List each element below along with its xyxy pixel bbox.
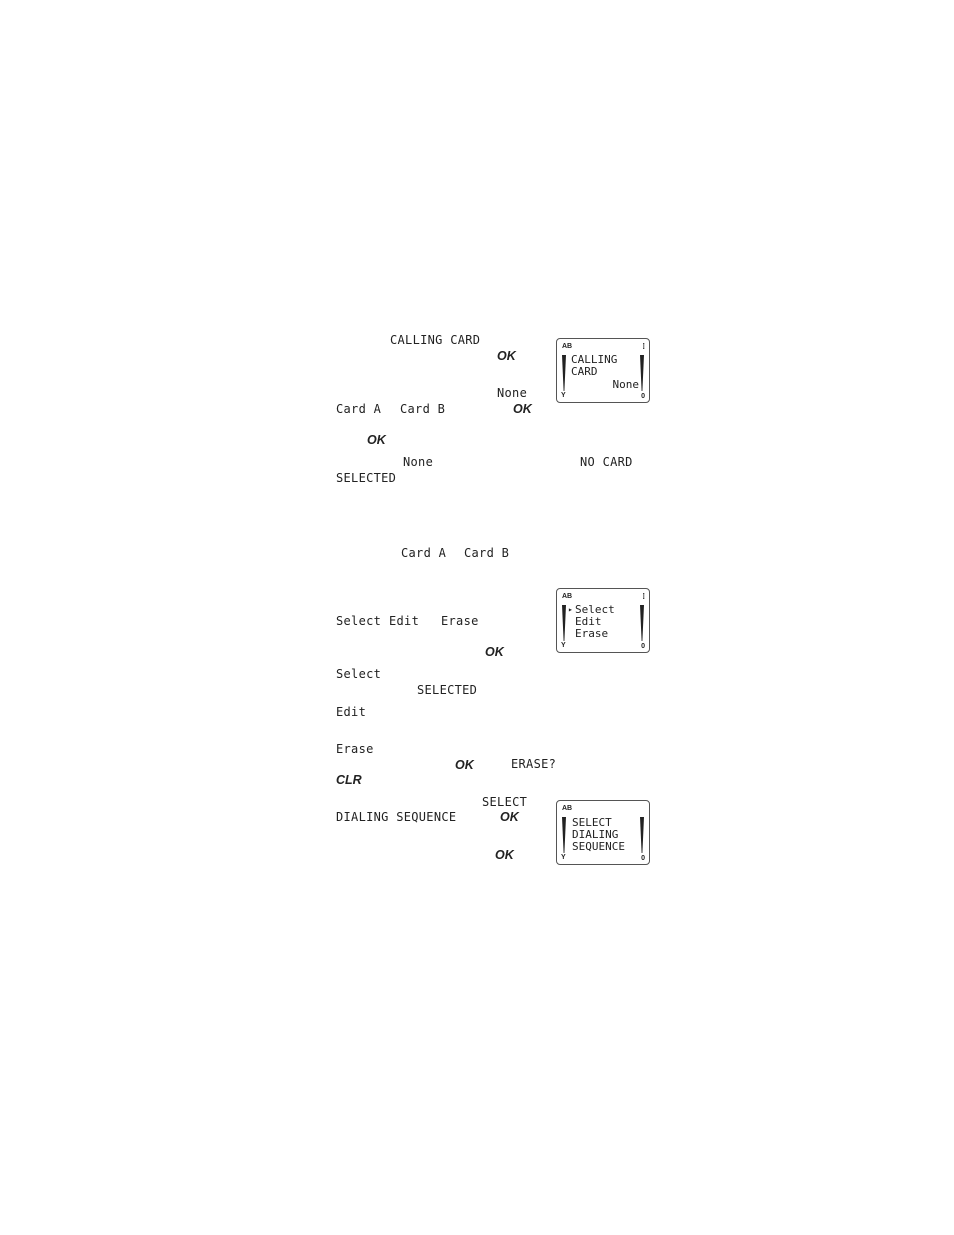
card-a-label: Card A (401, 546, 447, 560)
ok-key-label: OK (500, 810, 519, 824)
ok-key-label: OK (485, 645, 504, 659)
battery-zero-indicator: 0 (641, 393, 645, 400)
select-upper-label: SELECT (482, 795, 528, 809)
select-option-label: Select (336, 667, 382, 681)
signal-strength-bar-icon (562, 817, 566, 853)
display-line: Select (575, 603, 615, 616)
none-label: None (497, 386, 528, 400)
battery-level-bar-icon (640, 605, 644, 641)
display-line: CARD (571, 365, 598, 378)
ok-key-label: OK (497, 349, 516, 363)
erase-option-label: Erase (336, 742, 374, 756)
phone-display-menu: AB ⁞ Y 0 ▸ Select Edit Erase (556, 588, 650, 653)
phone-display-calling-card: AB ⁞ Y 0 CALLING CARD None (556, 338, 650, 403)
display-line: CALLING (571, 353, 618, 366)
no-card-label: NO CARD (580, 455, 633, 469)
display-line: Erase (575, 627, 609, 640)
antenna-icon: ⁞ (642, 342, 645, 351)
battery-zero-indicator: 0 (641, 643, 645, 650)
antenna-icon: ⁞ (642, 592, 645, 601)
battery-level-bar-icon (640, 355, 644, 391)
erase-question-label: ERASE? (511, 757, 557, 771)
clr-key-label: CLR (336, 773, 362, 787)
none-label: None (403, 455, 434, 469)
status-ab-indicator: AB (562, 343, 573, 350)
calling-card-label: CALLING CARD (390, 333, 481, 347)
cursor-arrow-icon: ▸ (568, 605, 573, 614)
selected-label: SELECTED (336, 471, 397, 485)
signal-strength-bar-icon (562, 355, 566, 391)
signal-y-indicator: Y (561, 392, 566, 399)
signal-y-indicator: Y (561, 642, 566, 649)
display-line: SELECT (572, 816, 612, 829)
status-ab-indicator: AB (562, 805, 573, 812)
ok-key-label: OK (455, 758, 474, 772)
card-b-label: Card B (464, 546, 510, 560)
card-a-label: Card A (336, 402, 382, 416)
ok-key-label: OK (495, 848, 514, 862)
display-line: Edit (575, 615, 602, 628)
erase-option-label: Erase (441, 614, 479, 628)
phone-display-dialing-sequence: AB Y 0 SELECT DIALING SEQUENCE (556, 800, 650, 865)
dialing-sequence-label: DIALING SEQUENCE (336, 810, 457, 824)
signal-strength-bar-icon (562, 605, 566, 641)
edit-option-label: Edit (389, 614, 420, 628)
select-option-label: Select (336, 614, 382, 628)
card-b-label: Card B (400, 402, 446, 416)
ok-key-label: OK (367, 433, 386, 447)
selected-label: SELECTED (417, 683, 478, 697)
display-line: DIALING (572, 828, 619, 841)
signal-y-indicator: Y (561, 854, 566, 861)
battery-level-bar-icon (640, 817, 644, 853)
display-line: None (612, 378, 640, 391)
battery-zero-indicator: 0 (641, 855, 645, 862)
ok-key-label: OK (513, 402, 532, 416)
display-line: SEQUENCE (572, 840, 625, 853)
status-ab-indicator: AB (562, 593, 573, 600)
edit-option-label: Edit (336, 705, 367, 719)
